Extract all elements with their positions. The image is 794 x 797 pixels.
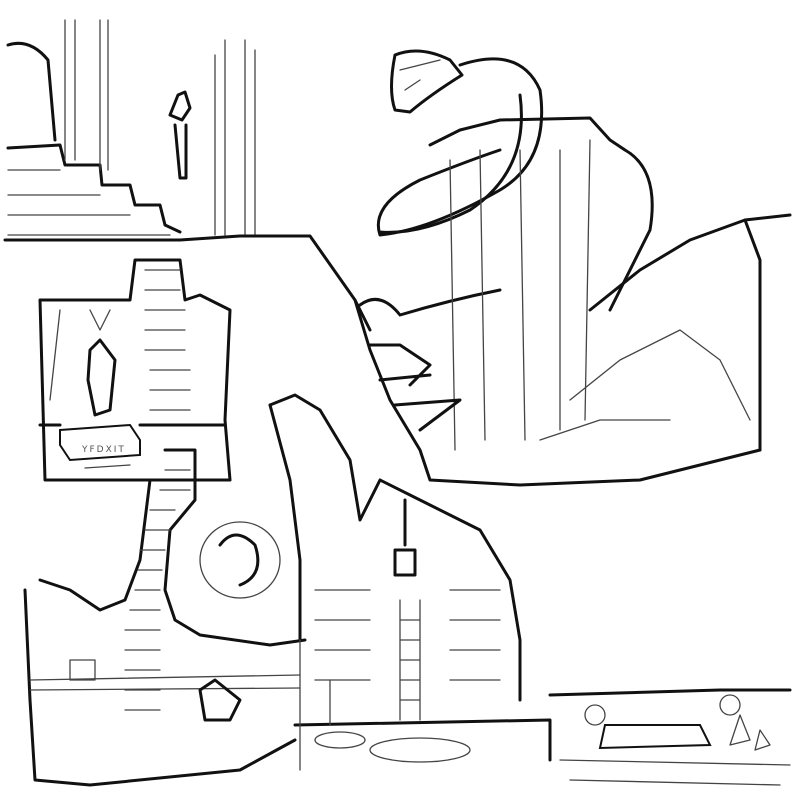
lower-cave <box>23 588 331 787</box>
library-room <box>293 498 552 763</box>
shrine-room <box>548 688 792 786</box>
pedestal-runes: YFDXIT <box>81 445 126 455</box>
stair-hall <box>3 19 372 332</box>
worm-chamber <box>199 393 522 702</box>
cavern-wall <box>353 298 762 487</box>
serpent-and-pillar <box>358 49 792 452</box>
crystal-chamber: YFDXIT <box>38 258 232 482</box>
ladder-passage <box>38 448 307 711</box>
